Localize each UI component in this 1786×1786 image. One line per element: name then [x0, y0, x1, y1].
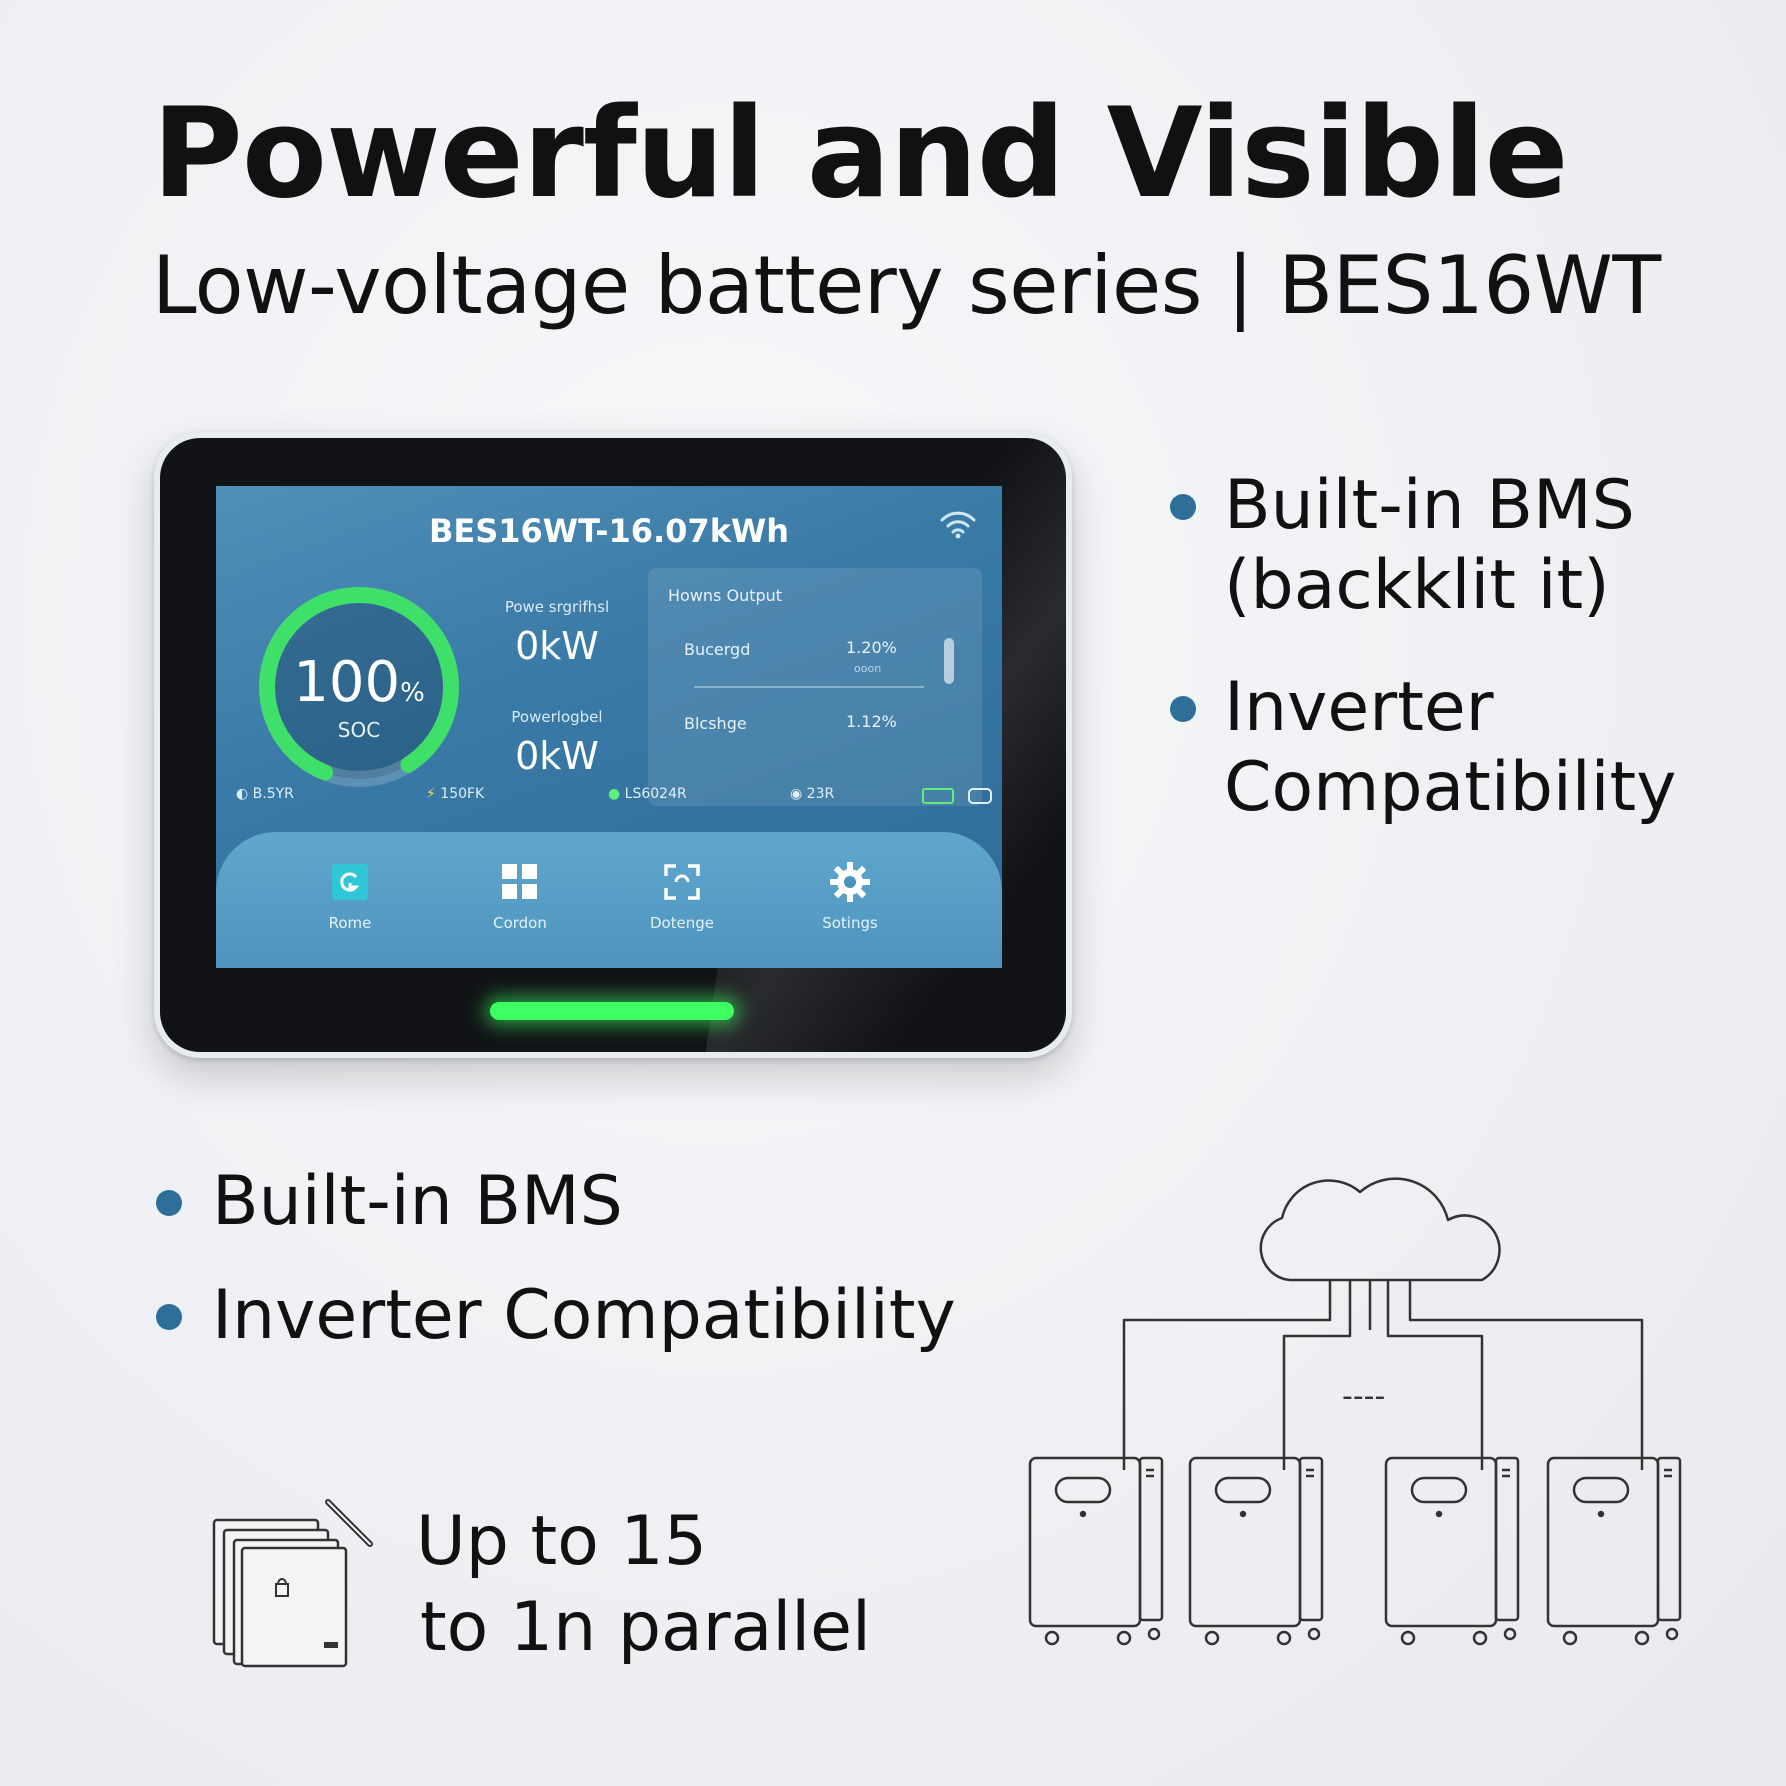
power-out-value: 0kW [515, 734, 599, 778]
status-item-2: ⚡ 150FK [426, 786, 485, 802]
parallel-text-line2: to 1n parallel [420, 1588, 871, 1667]
power-out-label: Powerlogbel [511, 708, 603, 726]
device-screen: BES16WT-16.07kWh 100% SOC Powe srgrifhsl… [216, 486, 1002, 968]
grid-icon [502, 864, 537, 899]
soc-label: SOC [337, 718, 381, 742]
feature-left-1: Built-in BMS [212, 1162, 623, 1241]
soc-gauge [259, 587, 460, 787]
output-panel: Howns Output Bucergd 1.20% ooon Blcshge … [648, 568, 982, 806]
toggle-icon [968, 788, 992, 804]
gauge-icon: ◐ [236, 786, 253, 802]
parallel-text-line1: Up to 15 [416, 1502, 707, 1581]
screen-nav: Rome Cordon Dotenge Sotings [216, 832, 1002, 968]
battery-unit-icon [1188, 1456, 1324, 1646]
page-subtitle: Low-voltage battery series | BES16WT [152, 239, 1661, 332]
nav-settings[interactable]: Sotings [790, 860, 910, 932]
panel-row1-sub: ooon [854, 662, 882, 675]
status-led-bar [490, 1002, 734, 1020]
gear-icon [830, 862, 870, 902]
home-icon [332, 864, 368, 900]
feature-right-1: Built-in BMS(backklit it) [1224, 466, 1635, 626]
panel-row1-value: 1.20% [846, 638, 897, 657]
panel-title: Howns Output [668, 586, 783, 605]
screen-title: BES16WT-16.07kWh [428, 512, 790, 550]
status-dot-icon: ● [608, 786, 625, 802]
soc-value: 100% [293, 650, 425, 715]
page-title: Powerful and Visible [152, 82, 1569, 226]
temperature-icon: ◉ [790, 786, 807, 802]
expand-icon [664, 864, 700, 900]
nav-home[interactable]: Rome [290, 860, 410, 932]
battery-unit-icon [1028, 1456, 1164, 1646]
feature-left-2: Inverter Compatibility [212, 1276, 956, 1355]
lightning-icon: ⚡ [426, 786, 441, 802]
status-item-4: ◉ 23R [790, 786, 835, 802]
panel-row2-label: Blcshge [684, 714, 747, 733]
status-row: ◐ B.5YR ⚡ 150FK ● LS6024R ◉ 23R [236, 782, 992, 812]
panel-slider[interactable] [944, 638, 954, 684]
status-item-1: ◐ B.5YR [236, 786, 294, 802]
cloud-network-diagram: ---- [1028, 1177, 1682, 1646]
power-in-label: Powe srgrifhsl [504, 598, 610, 616]
battery-stack-icon [212, 1499, 373, 1668]
battery-icon [922, 788, 954, 804]
power-in-value: 0kW [515, 624, 599, 668]
cloud-icon [1259, 1177, 1501, 1282]
bullet-dot [156, 1190, 182, 1216]
wifi-icon [940, 511, 976, 539]
bullet-dot [1170, 494, 1196, 520]
nav-dotenge[interactable]: Dotenge [622, 860, 742, 932]
battery-unit-icon [1546, 1456, 1682, 1646]
soc-gauge-arc [259, 587, 460, 781]
panel-row2-value: 1.12% [846, 712, 897, 731]
bullet-dot [156, 1304, 182, 1330]
nav-cordon[interactable]: Cordon [460, 860, 580, 932]
network-ellipsis: ---- [1342, 1379, 1385, 1414]
panel-row1-label: Bucergd [684, 640, 751, 659]
panel-divider [694, 686, 924, 688]
status-item-3: ● LS6024R [608, 786, 687, 802]
battery-unit-icon [1384, 1456, 1520, 1646]
bullet-dot [1170, 696, 1196, 722]
